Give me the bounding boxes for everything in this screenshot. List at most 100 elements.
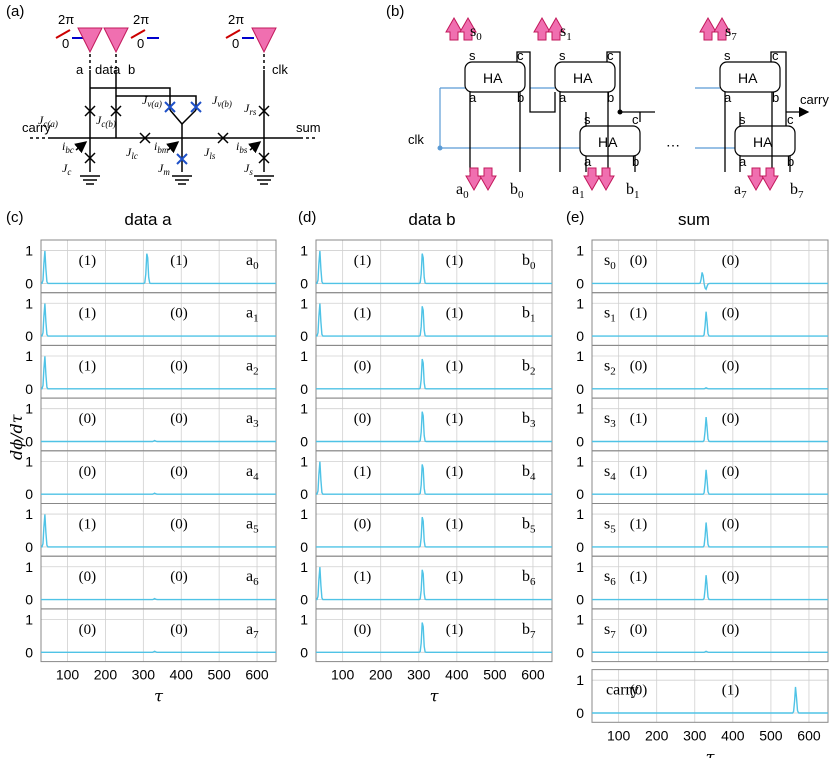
series-line	[316, 358, 552, 390]
series-line	[592, 575, 828, 601]
series-line	[41, 650, 276, 653]
chart-title: sum	[678, 210, 710, 229]
arrow-down-icon	[465, 167, 483, 192]
panel-label-c: (c)	[6, 209, 24, 226]
arrow-up-icon	[533, 16, 551, 41]
y-tick-label: 1	[25, 243, 33, 259]
x-axis-label: τ	[706, 747, 716, 758]
y-tick-label: 0	[25, 434, 33, 450]
plot-row: 01(0)(0)a3	[25, 397, 277, 452]
x-tick-label: 600	[245, 667, 269, 683]
y-tick-label: 0	[300, 539, 308, 555]
port-label: c	[772, 48, 779, 63]
bit-label: (0)	[722, 358, 740, 374]
input-arrows-0	[465, 167, 497, 192]
y-tick-label: 0	[576, 275, 584, 291]
plot-row: 01(1)(1)b4	[300, 450, 553, 504]
series-line	[40, 356, 276, 390]
series-line	[315, 250, 552, 285]
x-tick-label: 200	[94, 667, 118, 683]
current-arrows	[74, 141, 262, 154]
plot-row: 01(0)(0)a4	[25, 450, 277, 504]
plot-frame	[315, 239, 553, 294]
series-line	[316, 411, 552, 443]
ha-label: HA	[483, 70, 503, 86]
y-tick-label: 1	[576, 506, 584, 522]
plot-frame	[591, 450, 829, 504]
bit-label: (0)	[170, 411, 188, 427]
plot-frame	[591, 344, 829, 399]
plot-frame	[315, 292, 553, 346]
port-label: a	[724, 90, 732, 105]
port-label: c	[787, 112, 794, 127]
series-line	[316, 622, 552, 653]
x-tick-label: 400	[445, 667, 469, 683]
bit-label: (1)	[354, 253, 372, 269]
charts-area: (c) (d) (e) dϕ/dτ data a01(1)(1)a001(1)(…	[6, 209, 829, 758]
x-tick-label: 500	[759, 727, 783, 743]
x-tick-label: 600	[521, 667, 545, 683]
junction-label: Jrs	[244, 101, 257, 117]
svg-text:0: 0	[137, 36, 144, 51]
port-label: s	[584, 112, 591, 127]
y-tick-label: 1	[300, 243, 308, 259]
bit-label: (0)	[630, 622, 648, 638]
plot-row: 01(1)(0)s5	[576, 503, 829, 557]
signal-label: s7	[604, 621, 616, 641]
chart-sum: sum01(0)(0)s001(1)(0)s101(0)(0)s201(1)(0…	[576, 210, 829, 758]
bit-label: (0)	[170, 622, 188, 638]
bit-label: (1)	[79, 517, 97, 533]
port-label: a	[584, 154, 592, 169]
y-tick-label: 0	[576, 381, 584, 397]
plot-frame	[315, 344, 553, 399]
y-tick-label: 0	[25, 381, 33, 397]
current-label: ibc	[62, 139, 74, 155]
y-tick-label: 1	[300, 559, 308, 575]
arrow-up-icon	[699, 16, 717, 41]
y-tick-label: 0	[576, 539, 584, 555]
bit-label: (0)	[630, 358, 648, 374]
arrow-down-icon	[747, 167, 765, 192]
signal-label: b7	[522, 621, 536, 641]
bit-label: (0)	[79, 411, 97, 427]
output-label: s1	[560, 23, 572, 43]
y-tick-label: 0	[25, 275, 33, 291]
svg-text:2π: 2π	[133, 12, 149, 27]
bit-label: (1)	[170, 253, 188, 269]
bit-label: (1)	[630, 411, 648, 427]
bit-label: (0)	[170, 569, 188, 585]
arrow-down-icon	[583, 167, 601, 192]
panel-label-e: (e)	[566, 209, 584, 226]
input-a-label: a0	[456, 181, 469, 201]
y-tick-label: 1	[25, 401, 33, 417]
plot-row: 01(0)(0)a7	[25, 608, 277, 663]
x-tick-label: 300	[683, 727, 707, 743]
series-line	[592, 469, 828, 495]
bit-label: (1)	[446, 358, 464, 374]
port-label: s	[559, 48, 566, 63]
chart-title: data a	[124, 210, 172, 229]
bit-label: (0)	[722, 253, 740, 269]
bit-label: (0)	[722, 306, 740, 322]
plot-row: 01(0)(0)s2	[576, 344, 829, 399]
port-label: a	[559, 90, 567, 105]
port-label: b	[772, 90, 779, 105]
output-arrows-7	[699, 16, 731, 41]
bit-label: (0)	[170, 464, 188, 480]
y-tick-label: 1	[300, 506, 308, 522]
bit-label: (0)	[79, 569, 97, 585]
port-label: c	[632, 112, 639, 127]
arrow-up-icon	[713, 16, 731, 41]
svg-text:0: 0	[232, 36, 239, 51]
y-tick-label: 1	[300, 348, 308, 364]
plot-frame	[40, 450, 277, 504]
y-tick-label: 1	[300, 453, 308, 469]
bit-label: (1)	[722, 683, 740, 699]
y-tick-label: 0	[25, 539, 33, 555]
signal-label: s0	[604, 252, 616, 272]
plot-frame	[591, 292, 829, 346]
series-line	[40, 250, 276, 285]
y-tick-label: 0	[300, 328, 308, 344]
